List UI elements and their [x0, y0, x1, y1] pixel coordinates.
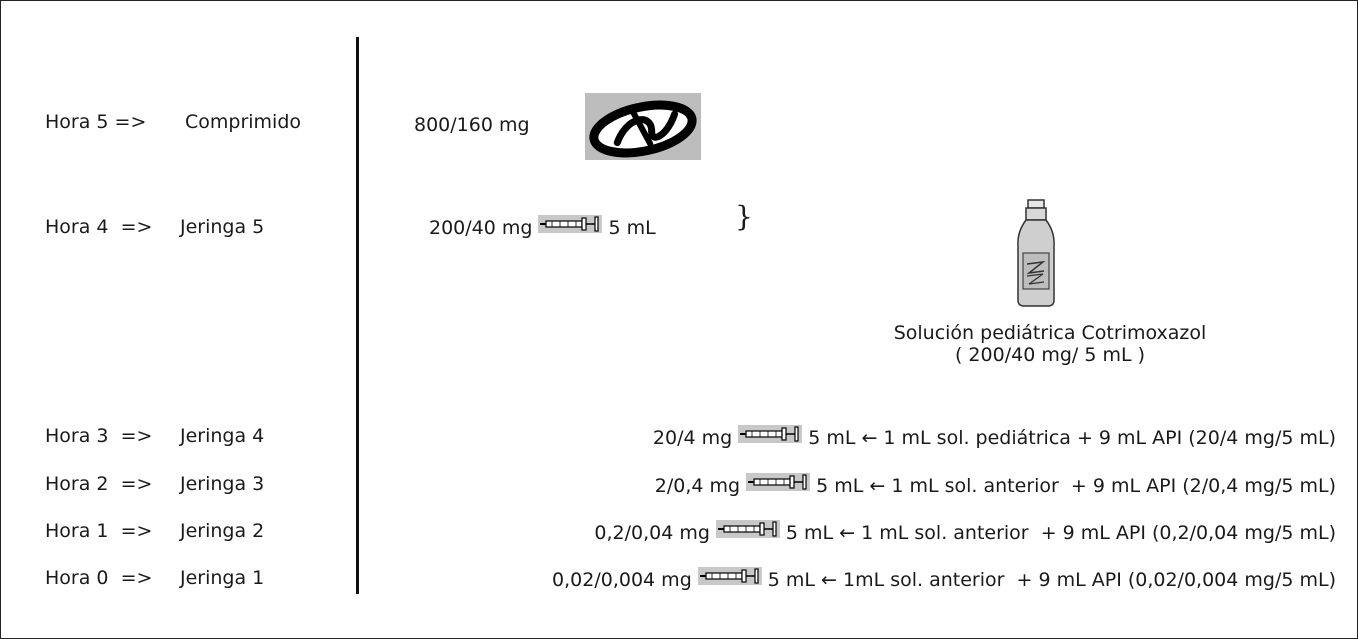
- row-hora-1: Hora 1 => Jeringa 2: [45, 519, 264, 543]
- hora-label: Hora 3 =>: [45, 425, 153, 447]
- row-hora-4: Hora 4 => Jeringa 5: [45, 215, 264, 239]
- item-label: Jeringa 5: [180, 216, 265, 238]
- volume-text: 5 mL: [608, 217, 656, 239]
- row-hora-2: Hora 2 => Jeringa 3: [45, 472, 264, 496]
- item-label: Jeringa 2: [180, 520, 265, 542]
- prep-row-1: 0,2/0,04 mg 5 mL ← 1 mL sol. anterior + 9…: [594, 519, 1336, 546]
- syringe-icon: [746, 472, 811, 497]
- dose-hora-4: 200/40 mg 5 mL: [429, 214, 656, 241]
- solution-name: Solución pediátrica Cotrimoxazol: [893, 322, 1207, 344]
- item-label: Jeringa 3: [180, 473, 265, 495]
- row-hora-5: Hora 5 => Comprimido: [45, 110, 301, 134]
- row-hora-0: Hora 0 => Jeringa 1: [45, 566, 264, 590]
- bottle-icon: [1015, 198, 1057, 308]
- column-divider: [356, 37, 359, 594]
- solution-concentration: ( 200/40 mg/ 5 mL ): [954, 344, 1146, 366]
- prep-text: 5 mL ← 1 mL sol. pediátrica + 9 mL API (…: [808, 427, 1336, 449]
- prep-row-0: 0,02/0,004 mg 5 mL ← 1mL sol. anterior + …: [552, 566, 1336, 593]
- prep-row-2: 2/0,4 mg 5 mL ← 1 mL sol. anterior + 9 mL…: [654, 472, 1336, 499]
- hora-label: Hora 5 =>: [45, 111, 147, 133]
- item-label: Jeringa 1: [180, 567, 265, 589]
- dose-text: 0,2/0,04 mg: [594, 522, 710, 544]
- hora-label: Hora 2 =>: [45, 473, 153, 495]
- dose-text: 200/40 mg: [429, 217, 533, 239]
- syringe-icon: [697, 566, 762, 591]
- prep-text: 5 mL ← 1mL sol. anterior + 9 mL API (0,0…: [767, 569, 1336, 591]
- syringe-icon: [538, 214, 603, 239]
- prep-row-3: 20/4 mg 5 mL ← 1 mL sol. pediátrica + 9 m…: [652, 424, 1336, 451]
- hora-label: Hora 1 =>: [45, 520, 153, 542]
- dose-text: 20/4 mg: [652, 427, 733, 449]
- syringe-icon: [738, 424, 803, 449]
- hora-label: Hora 0 =>: [45, 567, 153, 589]
- prep-text: 5 mL ← 1 mL sol. anterior + 9 mL API (0,…: [785, 522, 1336, 544]
- dose-hora-5: 800/160 mg: [414, 114, 530, 136]
- syringe-icon: [715, 519, 780, 544]
- hora-label: Hora 4 =>: [45, 216, 153, 238]
- item-label: Jeringa 4: [180, 425, 265, 447]
- prep-text: 5 mL ← 1 mL sol. anterior + 9 mL API (2/…: [816, 475, 1336, 497]
- row-hora-3: Hora 3 => Jeringa 4: [45, 424, 264, 448]
- dose-text: 0,02/0,004 mg: [552, 569, 692, 591]
- dose-text: 2/0,4 mg: [654, 475, 741, 497]
- solution-caption: Solución pediátrica Cotrimoxazol ( 200/4…: [840, 322, 1260, 366]
- item-label: Comprimido: [185, 111, 302, 133]
- bracket-symbol: }: [735, 200, 753, 233]
- pill-icon: [585, 93, 701, 160]
